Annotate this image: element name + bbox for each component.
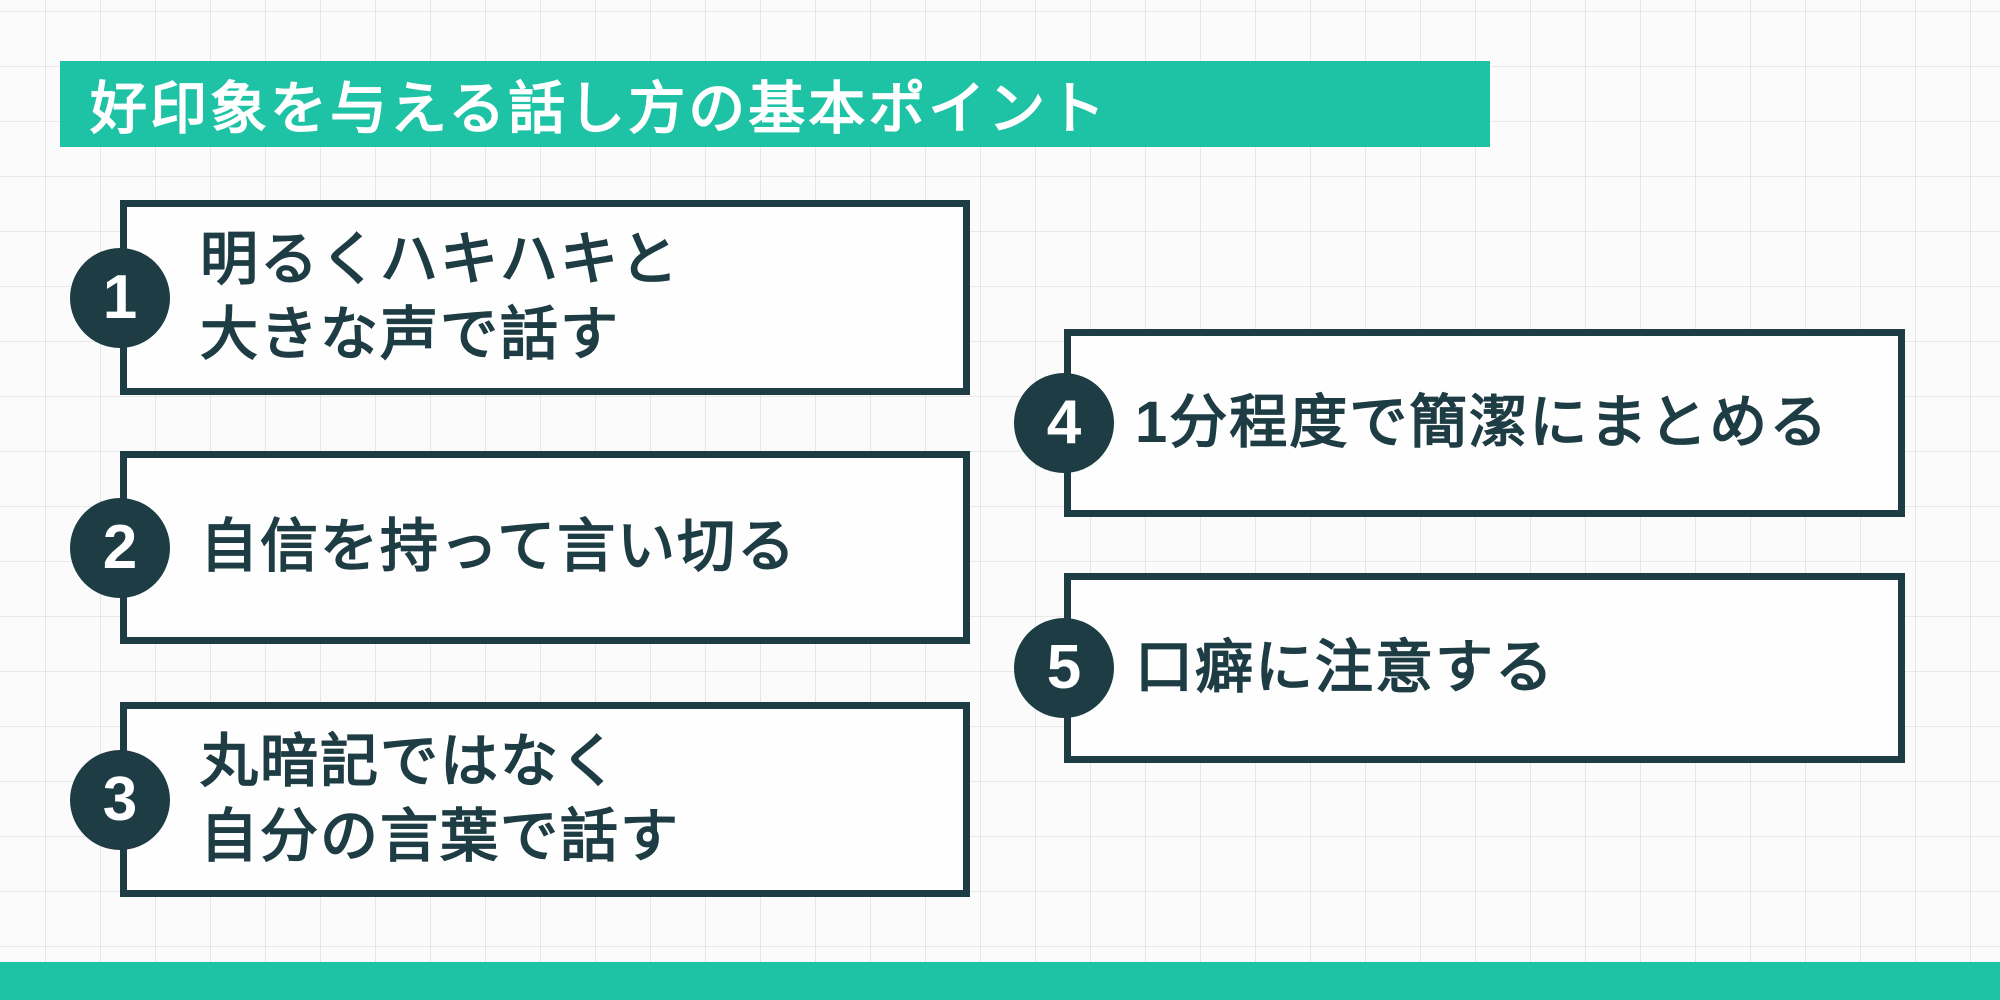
point-number-badge-3: 3 xyxy=(70,749,170,850)
point-text-5: 口癖に注意する xyxy=(1071,631,1555,705)
point-number-badge-1: 1 xyxy=(70,247,170,348)
point-3-line-1: 丸暗記ではなく xyxy=(200,729,621,795)
point-text-1: 明るくハキハキと 大きな声で話す xyxy=(127,223,680,371)
point-text-2: 自信を持って言い切る xyxy=(127,510,797,584)
point-box-4: 4 1分程度で簡潔にまとめる xyxy=(1014,329,1905,517)
point-3-line-2: 自分の言葉で話す xyxy=(200,803,681,869)
point-4-line-1: 1分程度で簡潔にまとめる xyxy=(1135,389,1830,455)
point-box-3: 3 丸暗記ではなく 自分の言葉で話す xyxy=(70,702,970,897)
point-number-badge-5: 5 xyxy=(1014,618,1114,718)
title-bar: 好印象を与える話し方の基本ポイント xyxy=(60,61,1490,147)
point-1-line-1: 明るくハキハキと xyxy=(200,227,681,293)
page-title: 好印象を与える話し方の基本ポイント xyxy=(90,77,1109,141)
footer-accent-bar xyxy=(0,962,2000,1000)
point-5-line-1: 口癖に注意する xyxy=(1135,634,1556,700)
point-number-badge-4: 4 xyxy=(1014,373,1114,473)
point-text-4: 1分程度で簡潔にまとめる xyxy=(1071,386,1829,460)
point-box-2: 2 自信を持って言い切る xyxy=(70,451,970,644)
point-box-5: 5 口癖に注意する xyxy=(1014,573,1905,763)
point-text-3: 丸暗記ではなく 自分の言葉で話す xyxy=(127,725,680,873)
point-number-badge-2: 2 xyxy=(70,497,170,598)
point-box-1: 1 明るくハキハキと 大きな声で話す xyxy=(70,200,970,395)
point-1-line-2: 大きな声で話す xyxy=(200,301,621,367)
point-2-line-1: 自信を持って言い切る xyxy=(200,514,798,580)
